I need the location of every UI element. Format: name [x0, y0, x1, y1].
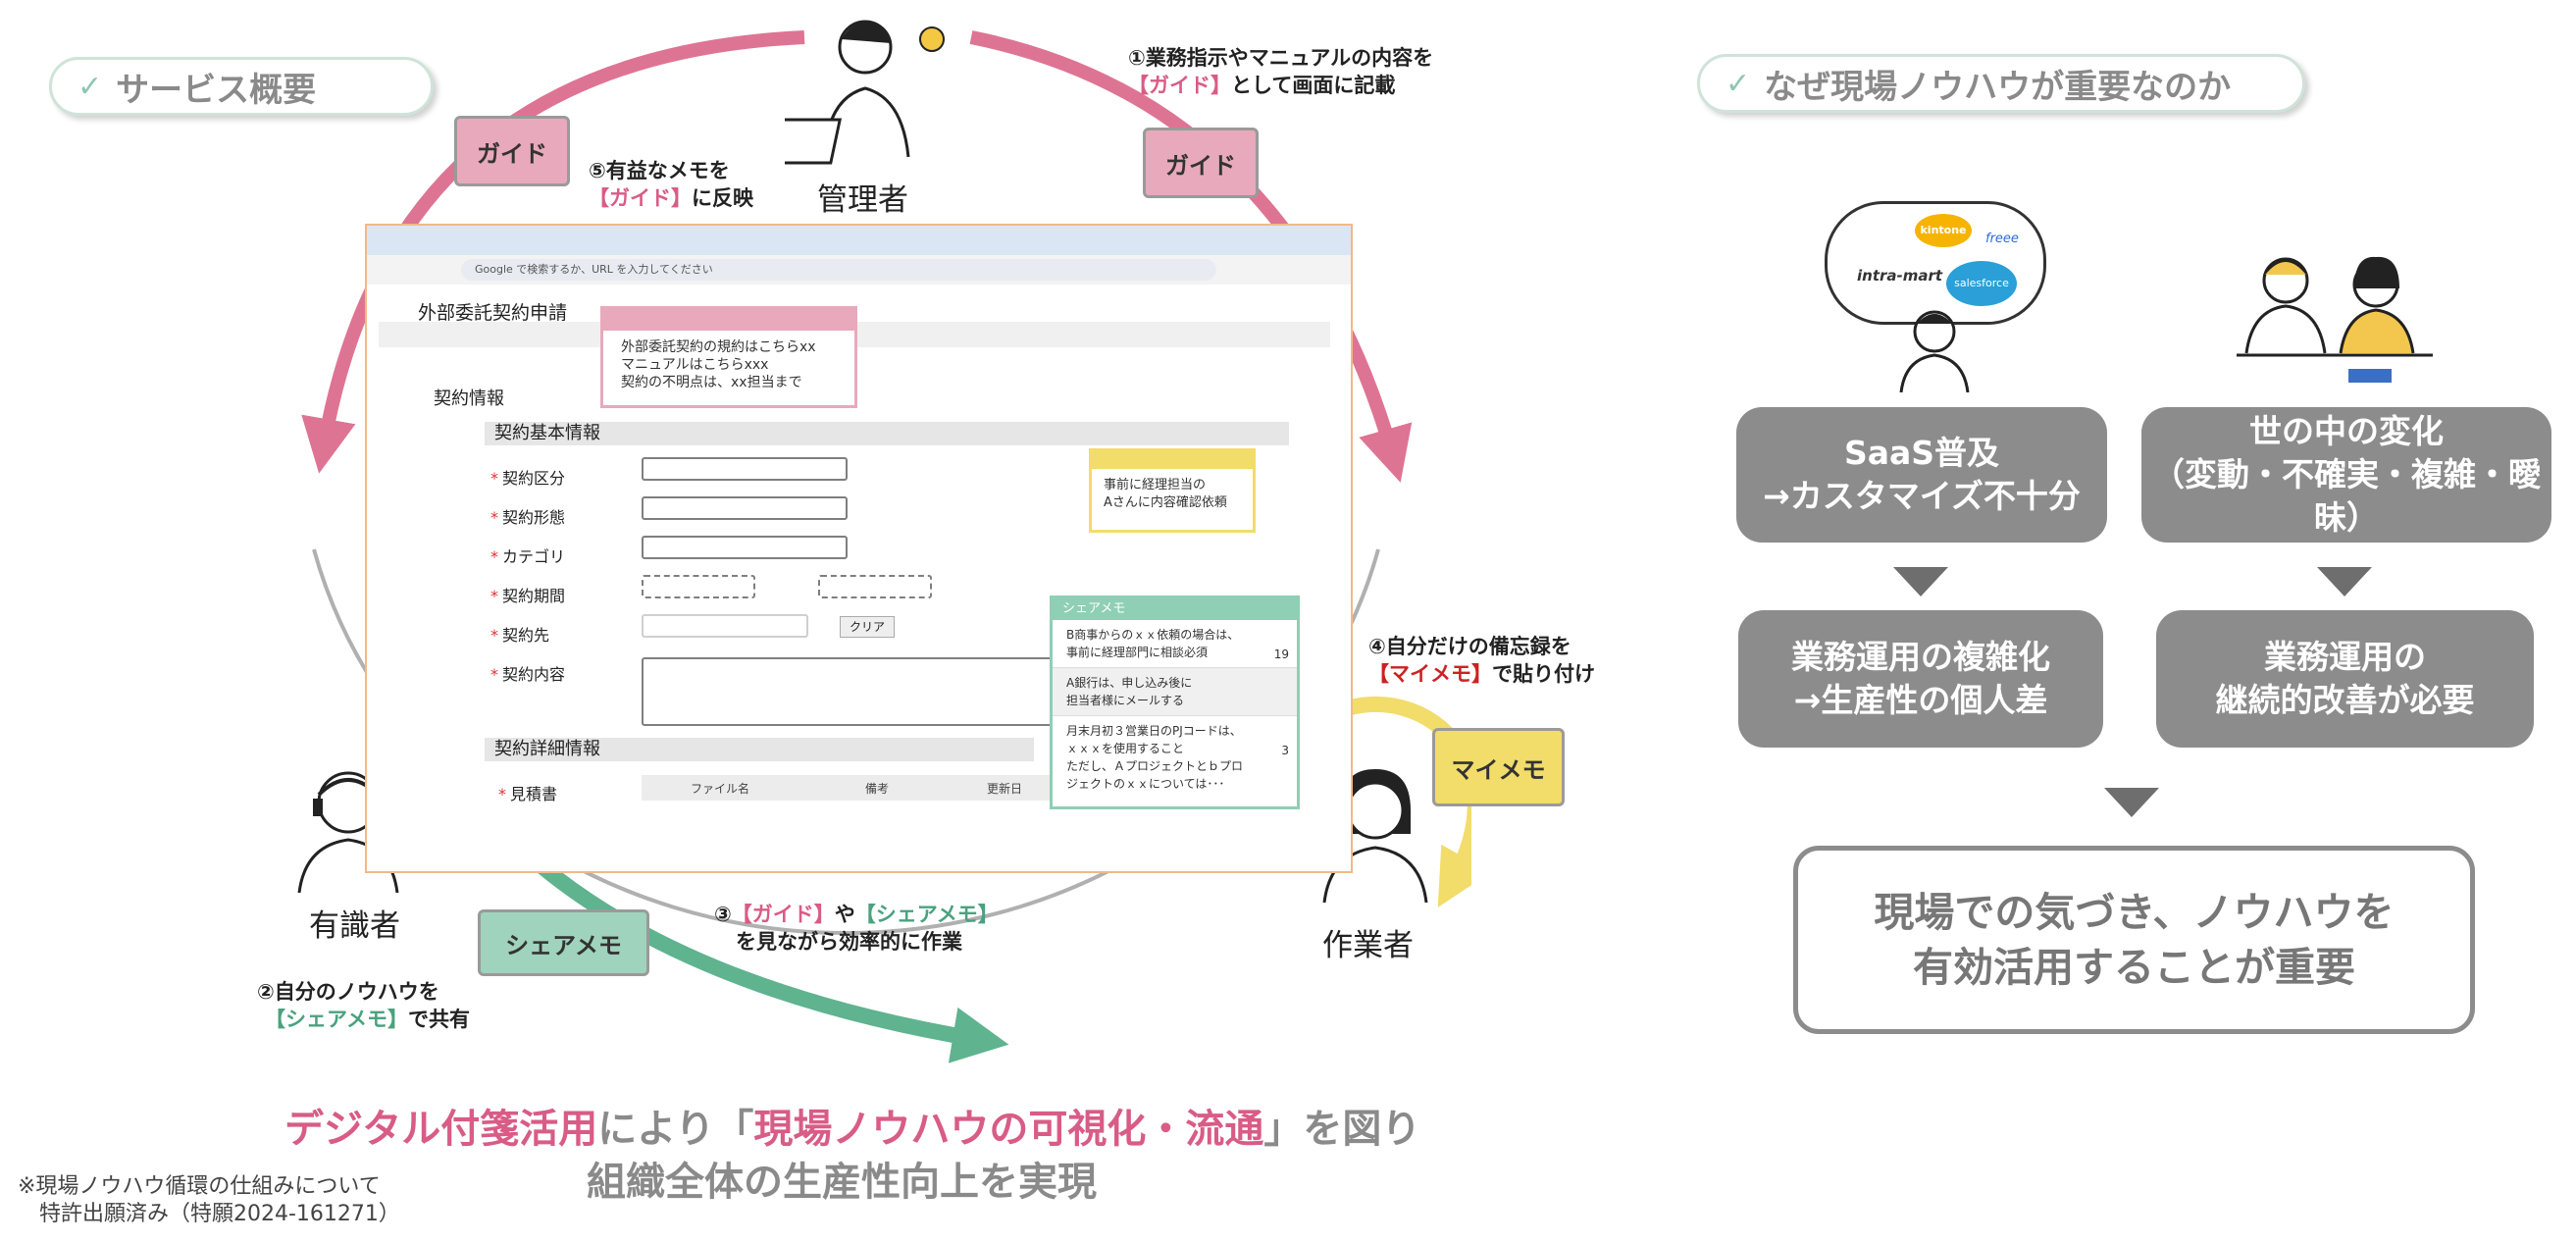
- intra-mart-logo: intra-mart: [1857, 267, 1943, 285]
- contract-form-input[interactable]: [642, 496, 848, 520]
- freee-logo: freee: [1985, 232, 2019, 246]
- down-arrow: [1893, 567, 1948, 596]
- saas-box: SaaS普及→カスタマイズ不十分: [1736, 407, 2107, 543]
- manager-illustration: [785, 20, 945, 165]
- estimate-table-header: ファイル名 備考 更新日: [642, 775, 1054, 801]
- share-memo-tag: シェアメモ: [478, 909, 649, 976]
- category-input[interactable]: [642, 536, 848, 559]
- field-label-partner: *契約先: [490, 626, 550, 645]
- field-label-form: *契約形態: [490, 508, 566, 527]
- step5-annotation: ⑤有益なメモを 【ガイド】に反映: [589, 159, 753, 210]
- page-title: 外部委託契約申請: [418, 302, 568, 324]
- kintone-logo: kintone: [1915, 214, 1972, 247]
- step4-annotation: ④自分だけの備忘録を 【マイメモ】で貼り付け: [1368, 635, 1595, 686]
- period-start-input[interactable]: [642, 575, 755, 598]
- guide-popup: 外部委託契約の規約はこちらxx マニュアルはこちらxxx 契約の不明点は、xx担…: [600, 306, 857, 408]
- partner-input[interactable]: [642, 614, 808, 638]
- complexity-box: 業務運用の複雑化→生産性の個人差: [1738, 610, 2103, 748]
- check-icon: ✓: [1726, 66, 1751, 101]
- thinking-person-illustration: [1899, 310, 1970, 392]
- bottom-statement-line2: 組織全体の生産性向上を実現: [587, 1160, 1097, 1205]
- manager-label: 管理者: [817, 182, 908, 218]
- contract-type-input[interactable]: [642, 457, 848, 481]
- guide-tag-left: ガイド: [454, 116, 570, 186]
- period-end-input[interactable]: [818, 575, 932, 598]
- clear-button[interactable]: クリア: [840, 616, 895, 638]
- address-bar[interactable]: Google で検索するか、URL を入力してください: [461, 259, 1216, 281]
- share-memo-title: シェアメモ: [1053, 598, 1297, 620]
- contract-info-heading: 契約情報: [434, 388, 504, 409]
- field-label-content: *契約内容: [490, 665, 566, 684]
- content-textarea[interactable]: [642, 657, 1054, 726]
- service-overview-heading: ✓ サービス概要: [49, 57, 434, 116]
- field-label-category: *カテゴリ: [490, 547, 566, 566]
- share-memo-item: B商事からのｘｘ依頼の場合は、 事前に経理部門に相談必須 19: [1053, 620, 1297, 668]
- step3-annotation: ③【ガイド】や【シェアメモ】 を見ながら効率的に作業: [714, 903, 999, 954]
- salesforce-logo: salesforce: [1946, 261, 2017, 306]
- bottom-statement-line1: デジタル付箋活用により「現場ノウハウの可視化・流通」を図り: [284, 1107, 1421, 1152]
- conclusion-box: 現場での気づき、ノウハウを 有効活用することが重要: [1793, 846, 2475, 1034]
- detail-info-section: 契約詳細情報: [485, 738, 1034, 761]
- step2-annotation: ②自分のノウハウを 【シェアメモ】で共有: [257, 980, 470, 1031]
- share-memo-item: 月末月初３営業日のPJコードは、 ｘｘｘを使用すること ただし、Ａプロジェクトと…: [1066, 724, 1289, 791]
- field-label-estimate: *見積書: [498, 785, 558, 803]
- expert-label: 有識者: [309, 908, 400, 944]
- improvement-box: 業務運用の継続的改善が必要: [2156, 610, 2534, 748]
- share-memo-item: A銀行は、申し込み後に 担当者様にメールする: [1053, 668, 1297, 716]
- down-arrow: [2104, 788, 2159, 817]
- check-icon: ✓: [77, 69, 103, 104]
- share-memo-panel: シェアメモ B商事からのｘｘ依頼の場合は、 事前に経理部門に相談必須 19 A銀…: [1050, 596, 1300, 809]
- world-change-box: 世の中の変化（変動・不確実・複雑・曖昧）: [2141, 407, 2551, 543]
- field-label-category1: *契約区分: [490, 469, 566, 488]
- meeting-people-illustration: [2237, 256, 2433, 383]
- down-arrow: [2317, 567, 2372, 596]
- field-label-period: *契約期間: [490, 587, 566, 605]
- basic-info-section: 契約基本情報: [485, 422, 1289, 445]
- why-knowhow-heading: ✓ なぜ現場ノウハウが重要なのか: [1697, 54, 2305, 113]
- my-memo-tag: マイメモ: [1432, 728, 1565, 806]
- guide-tag-right: ガイド: [1143, 128, 1259, 198]
- step1-annotation: ①業務指示やマニュアルの内容を 【ガイド】として画面に記載: [1128, 46, 1434, 97]
- patent-footnote: ※現場ノウハウ循環の仕組みについて 特許出願済み（特願2024-161271）: [18, 1174, 400, 1226]
- my-memo-popup: 事前に経理担当の Aさんに内容確認依頼: [1089, 448, 1256, 533]
- browser-tab-bar: [367, 226, 1351, 255]
- worker-label: 作業者: [1322, 928, 1414, 963]
